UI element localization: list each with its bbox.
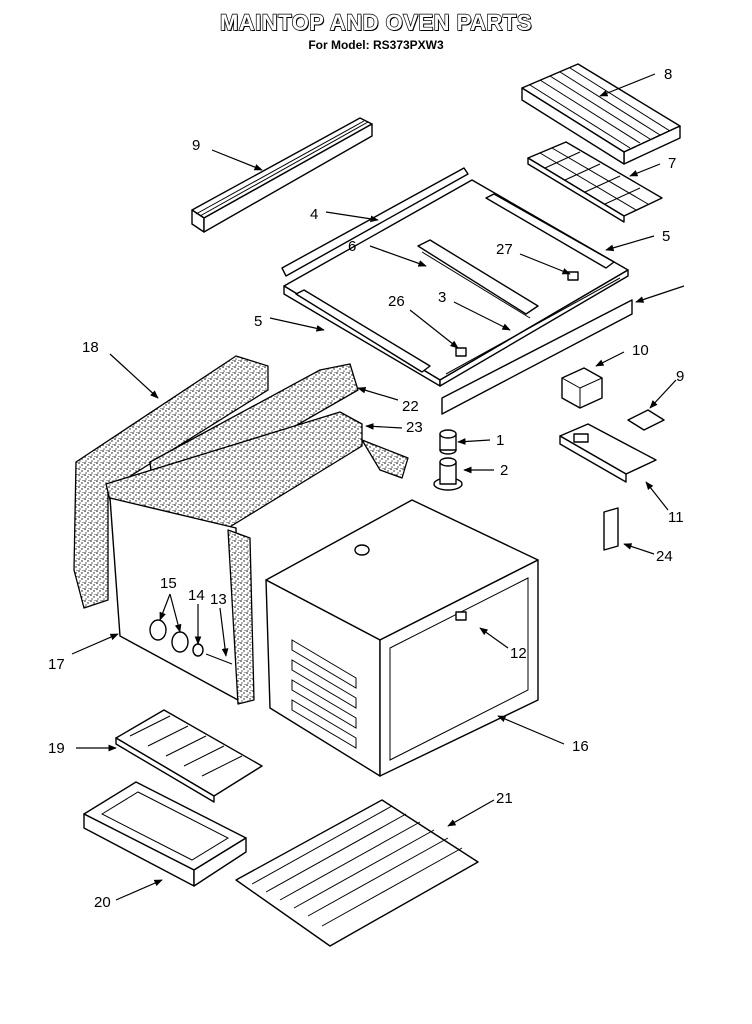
callout-6: 6 xyxy=(348,238,356,255)
callout-5-right: 5 xyxy=(662,228,670,245)
callout-20: 19 xyxy=(48,740,65,757)
part-12-tray xyxy=(559,423,657,483)
callout-5-left: 5 xyxy=(254,313,262,330)
part-8-grille xyxy=(521,63,681,165)
part-23-24-insulation xyxy=(105,363,363,529)
part-7-grid-filter xyxy=(527,141,663,223)
callout-26-right: 27 xyxy=(496,241,513,258)
callout-18: 17 xyxy=(48,656,65,673)
part-maintop-panel xyxy=(283,179,629,387)
callout-19: 18 xyxy=(82,339,99,356)
callout-13: 12 xyxy=(510,645,527,662)
callout-1: 1 xyxy=(496,432,504,449)
callout-23: 22 xyxy=(402,398,419,415)
callout-16: 15 xyxy=(160,575,177,592)
part-9-grille xyxy=(191,117,373,233)
callout-12: 11 xyxy=(668,509,684,526)
callout-25: 24 xyxy=(656,548,673,565)
callout-21: 20 xyxy=(94,894,111,911)
model-subtitle: For Model: RS373PXW3 xyxy=(308,38,444,52)
callout-24: 23 xyxy=(406,419,423,436)
part-14-15-16 xyxy=(149,619,233,665)
part-20-broiler-grid xyxy=(115,709,263,803)
callout-7: 7 xyxy=(668,155,676,172)
leader-lines xyxy=(71,73,685,901)
callout-15: 14 xyxy=(188,587,205,604)
part-11-bracket xyxy=(561,367,603,409)
callout-labels: 8 7 9 4 5 6 27 3 26 5 18 10 9 22 23 1 2 … xyxy=(48,66,684,911)
callout-10: 9 xyxy=(676,368,684,385)
part-18-wrap xyxy=(109,439,409,705)
part-10-clip xyxy=(627,409,665,431)
part-17-oven-cavity xyxy=(265,499,539,777)
part-21-broiler-pan xyxy=(83,781,247,887)
page-title: MAINTOP AND OVEN PARTS xyxy=(219,9,533,35)
callout-2: 2 xyxy=(500,462,508,479)
part-22-oven-rack xyxy=(235,799,479,947)
callout-11: 10 xyxy=(632,342,649,359)
callout-22: 21 xyxy=(496,790,513,807)
part-25-bracket xyxy=(603,507,619,551)
callout-4: 4 xyxy=(310,206,318,223)
part-27-trim xyxy=(441,299,633,415)
part-1-2-knob xyxy=(433,429,463,491)
callout-8: 8 xyxy=(664,66,672,83)
callout-17: 16 xyxy=(572,738,589,755)
callout-3: 3 xyxy=(438,289,446,306)
callout-14: 13 xyxy=(210,591,227,608)
callout-9: 9 xyxy=(192,137,200,154)
callout-26-left: 26 xyxy=(388,293,405,310)
